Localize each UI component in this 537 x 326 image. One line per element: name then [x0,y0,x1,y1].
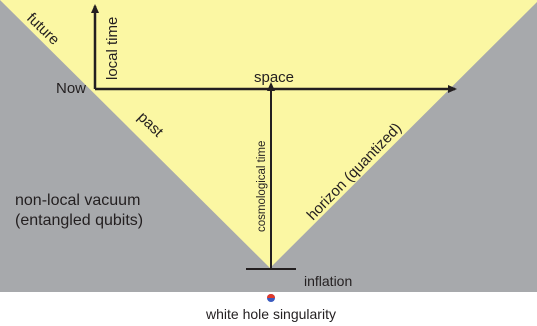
light-cone-region [0,0,537,268]
space-label: space [254,69,294,86]
singularity-dot [267,294,275,302]
vacuum-label-line2: (entangled qubits) [15,212,143,229]
singularity-label: white hole singularity [205,306,336,322]
local-time-label: local time [104,17,121,80]
cosmological-time-label: cosmological time [256,141,268,232]
vacuum-label-line1: non-local vacuum [15,192,140,209]
now-label: Now [56,80,86,97]
inflation-label: inflation [304,273,352,289]
